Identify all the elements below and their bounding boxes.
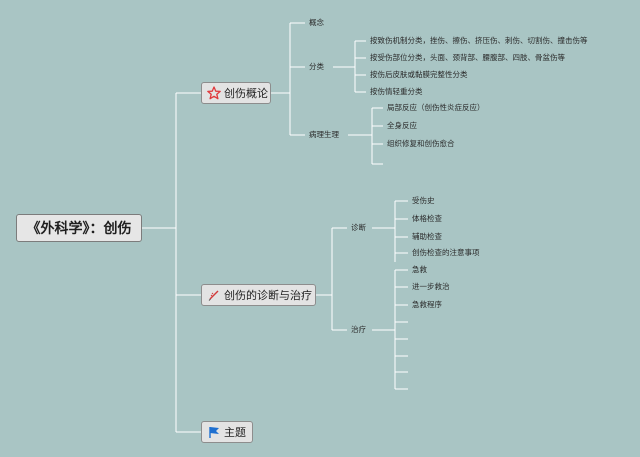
topic-placeholder[interactable]: 主题 [201,421,253,443]
pathophysiology-item[interactable]: 局部反应（创伤性炎症反应） [387,103,485,113]
topic-trauma-overview[interactable]: 创伤概论 [201,82,271,104]
classification-item[interactable]: 按伤情轻重分类 [370,87,423,97]
node-label: 按致伤机制分类，挫伤、擦伤、挤压伤、刺伤、切割伤、撞击伤等 [370,36,588,45]
diagnosis-item[interactable]: 体格检查 [412,214,442,224]
node-label: 按伤情轻重分类 [370,87,423,96]
topic-label: 主题 [224,426,246,439]
root-title: 《外科学》：创伤 [26,221,132,237]
treatment-item[interactable]: 急救 [412,265,427,275]
pathophysiology-item[interactable]: 全身反应 [387,121,417,131]
needle-icon [207,288,221,302]
treatment-item[interactable]: 急救程序 [412,300,442,310]
classification-item[interactable]: 按伤后皮肤或黏膜完整性分类 [370,70,468,80]
diagnosis-item[interactable]: 受伤史 [412,196,435,206]
topic-label: 创伤概论 [224,87,268,100]
node-label: 创伤检查的注意事项 [412,248,480,257]
diagnosis-item[interactable]: 辅助检查 [412,232,442,242]
node-label: 局部反应（创伤性炎症反应） [387,103,485,112]
node-label: 进一步救治 [412,282,450,291]
pathophysiology-item[interactable]: 组织修复和创伤愈合 [387,139,455,149]
topic-label: 创伤的诊断与治疗 [224,289,312,302]
classification-item[interactable]: 按受伤部位分类，头面、颈背部、腰腹部、四肢、骨盆伤等 [370,53,565,63]
node-label: 组织修复和创伤愈合 [387,139,455,148]
node-pathophysiology[interactable]: 病理生理 [309,130,339,140]
node-concept[interactable]: 概念 [309,18,324,28]
treatment-item[interactable]: 进一步救治 [412,282,450,292]
node-label: 全身反应 [387,121,417,130]
star-icon [207,86,221,100]
node-label: 分类 [309,62,324,71]
node-treatment[interactable]: 治疗 [351,325,366,335]
node-label: 按伤后皮肤或黏膜完整性分类 [370,70,468,79]
diagnosis-item[interactable]: 创伤检查的注意事项 [412,248,480,258]
node-label: 概念 [309,18,324,27]
node-classification[interactable]: 分类 [309,62,324,72]
flag-icon [207,425,221,439]
node-label: 辅助检查 [412,232,442,241]
node-label: 诊断 [351,223,366,232]
node-label: 体格检查 [412,214,442,223]
node-diagnosis[interactable]: 诊断 [351,223,366,233]
topic-trauma-diagnosis-treatment[interactable]: 创伤的诊断与治疗 [201,284,316,306]
root-topic[interactable]: 《外科学》：创伤 [16,214,142,242]
node-label: 急救程序 [412,300,442,309]
node-label: 按受伤部位分类，头面、颈背部、腰腹部、四肢、骨盆伤等 [370,53,565,62]
classification-item[interactable]: 按致伤机制分类，挫伤、擦伤、挤压伤、刺伤、切割伤、撞击伤等 [370,36,588,46]
node-label: 治疗 [351,325,366,334]
node-label: 受伤史 [412,196,435,205]
node-label: 病理生理 [309,130,339,139]
node-label: 急救 [412,265,427,274]
